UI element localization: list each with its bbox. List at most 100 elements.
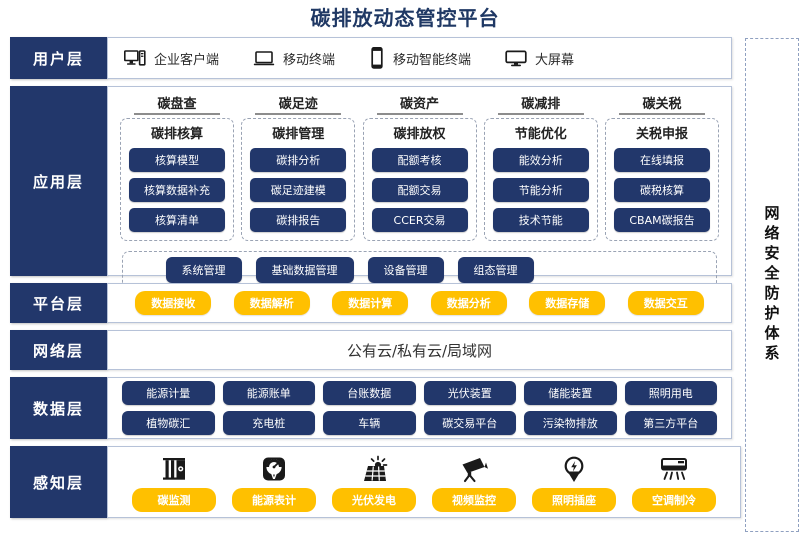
svg-text:V: V	[271, 472, 278, 481]
layer-label-sense: 感知层	[10, 446, 107, 518]
solar-panel-icon	[360, 453, 388, 483]
app-item[interactable]: 核算清单	[129, 208, 225, 232]
data-item[interactable]: 植物碳汇	[122, 411, 215, 435]
app-group-subtitle: 节能优化	[514, 127, 567, 142]
layer-row-network: 网络层 公有云/私有云/局域网	[10, 330, 732, 370]
user-item-enterprise-client[interactable]: 企业客户端	[124, 49, 219, 68]
app-group-carbon-reduction: 碳减排 节能优化 能效分析 节能分析 技术节能	[483, 91, 598, 241]
management-item-basic-data[interactable]: 基础数据管理	[255, 257, 354, 283]
data-item-row-1: 能源计量 能源账单 台账数据 光伏装置 储能装置 照明用电	[122, 381, 717, 405]
platform-item-data-parse[interactable]: 数据解析	[233, 291, 310, 315]
layer-label-data: 数据层	[10, 377, 107, 439]
app-item[interactable]: 碳足迹建模	[250, 178, 347, 202]
management-item-configuration[interactable]: 组态管理	[457, 257, 534, 283]
app-group-box: 碳排核算 核算模型 核算数据补充 核算清单	[120, 118, 234, 241]
app-item[interactable]: 碳排分析	[250, 148, 347, 172]
layer-row-application: 应用层 碳盘查 碳排核算 核算模型 核算数据补充 核算清单 碳足迹	[10, 86, 732, 289]
data-item[interactable]: 储能装置	[524, 381, 617, 405]
data-item[interactable]: 车辆	[323, 411, 416, 435]
layer-body-platform: 数据接收 数据解析 数据计算 数据分析 数据存储 数据交互	[107, 283, 732, 323]
sense-item-solar-power[interactable]: 光伏发电	[324, 453, 424, 512]
cctv-camera-icon	[459, 453, 489, 483]
platform-item-data-storage[interactable]: 数据存储	[529, 291, 606, 315]
smartphone-icon	[369, 47, 385, 69]
layer-row-platform: 平台层 数据接收 数据解析 数据计算 数据分析 数据存储 数据交互	[10, 283, 732, 323]
app-item[interactable]: 碳排报告	[250, 208, 347, 232]
app-group-carbon-footprint: 碳足迹 碳排管理 碳排分析 碳足迹建模 碳排报告	[241, 91, 356, 241]
app-item[interactable]: CCER交易	[371, 208, 468, 232]
sense-item-video-surveillance[interactable]: 视频监控	[424, 453, 524, 512]
app-item[interactable]: 技术节能	[492, 208, 589, 232]
lightbulb-socket-icon	[562, 453, 586, 483]
app-group-box: 碳排管理 碳排分析 碳足迹建模 碳排报告	[241, 118, 356, 241]
data-item[interactable]: 光伏装置	[423, 381, 516, 405]
energy-meter-icon: V	[261, 453, 287, 483]
air-conditioner-icon	[659, 453, 689, 483]
user-item-large-screen[interactable]: 大屏幕	[505, 49, 574, 68]
user-item-label: 移动智能终端	[393, 52, 472, 68]
user-item-label: 大屏幕	[535, 52, 575, 68]
platform-item-data-receive[interactable]: 数据接收	[135, 291, 212, 315]
app-item[interactable]: 配额交易	[371, 178, 468, 202]
management-item-system[interactable]: 系统管理	[165, 257, 242, 283]
management-box: 系统管理 基础数据管理 设备管理 组态管理	[122, 251, 717, 289]
app-group-box: 碳排放权 配额考核 配额交易 CCER交易	[362, 118, 477, 241]
layer-body-data: 能源计量 能源账单 台账数据 光伏装置 储能装置 照明用电 植物碳汇 充电桩 车…	[107, 377, 732, 439]
data-item[interactable]: 照明用电	[624, 381, 717, 405]
app-group-title: 碳减排	[497, 93, 584, 115]
layer-stack: 用户层	[10, 37, 741, 525]
app-item[interactable]: 能效分析	[492, 148, 589, 172]
data-item[interactable]: 碳交易平台	[423, 411, 516, 435]
security-system-label: 网络安全防护体系	[762, 205, 781, 365]
data-item[interactable]: 污染物排放	[524, 411, 617, 435]
sense-item-air-conditioning[interactable]: 空调制冷	[624, 453, 724, 512]
app-group-title: 碳足迹	[255, 93, 342, 115]
page-title: 碳排放动态管控平台	[310, 6, 500, 30]
sense-item-label: 能源表计	[232, 487, 316, 512]
management-item-device[interactable]: 设备管理	[367, 257, 444, 283]
layer-body-sense: 碳监测 V 能源	[107, 446, 741, 518]
app-item[interactable]: 配额考核	[371, 148, 468, 172]
app-group-title: 碳盘查	[134, 93, 220, 115]
app-item[interactable]: 在线填报	[614, 148, 710, 172]
platform-item-data-exchange[interactable]: 数据交互	[627, 291, 704, 315]
user-item-mobile-terminal[interactable]: 移动终端	[253, 49, 335, 68]
app-group-box: 节能优化 能效分析 节能分析 技术节能	[483, 118, 598, 241]
layer-label-platform: 平台层	[10, 283, 107, 323]
layer-label-network: 网络层	[10, 330, 107, 370]
layer-row-data: 数据层 能源计量 能源账单 台账数据 光伏装置 储能装置 照明用电 植物碳汇 充…	[10, 377, 732, 439]
layer-label-application: 应用层	[10, 86, 107, 276]
user-item-list: 企业客户端 移动终端	[108, 38, 731, 78]
sense-item-energy-meter[interactable]: V 能源表计	[224, 453, 324, 512]
layer-body-network: 公有云/私有云/局域网	[107, 330, 732, 370]
app-group-carbon-inventory: 碳盘查 碳排核算 核算模型 核算数据补充 核算清单	[120, 91, 234, 241]
user-item-label: 移动终端	[283, 52, 336, 68]
application-group-list: 碳盘查 碳排核算 核算模型 核算数据补充 核算清单 碳足迹 碳排管理 碳排分析	[116, 91, 723, 241]
sense-item-carbon-monitor[interactable]: 碳监测	[124, 453, 224, 512]
layer-label-user: 用户层	[10, 37, 107, 79]
layer-row-sense: 感知层	[10, 446, 741, 518]
app-group-title: 碳关税	[619, 93, 705, 115]
platform-item-data-compute[interactable]: 数据计算	[332, 291, 409, 315]
platform-item-data-analysis[interactable]: 数据分析	[430, 291, 507, 315]
user-item-smart-mobile-terminal[interactable]: 移动智能终端	[369, 47, 471, 69]
app-item[interactable]: CBAM碳报告	[614, 208, 710, 232]
app-item[interactable]: 碳税核算	[614, 178, 710, 202]
app-group-box: 关税申报 在线填报 碳税核算 CBAM碳报告	[605, 118, 719, 241]
carbon-monitor-icon	[161, 453, 187, 483]
data-item[interactable]: 能源账单	[222, 381, 315, 405]
data-item[interactable]: 充电桩	[222, 411, 315, 435]
sense-item-lighting-socket[interactable]: 照明插座	[524, 453, 624, 512]
data-item[interactable]: 能源计量	[122, 381, 215, 405]
sense-item-label: 照明插座	[532, 487, 616, 512]
app-item[interactable]: 节能分析	[492, 178, 589, 202]
app-item[interactable]: 核算数据补充	[129, 178, 225, 202]
data-item-row-2: 植物碳汇 充电桩 车辆 碳交易平台 污染物排放 第三方平台	[122, 411, 717, 435]
app-item[interactable]: 核算模型	[129, 148, 225, 172]
sense-item-label: 视频监控	[432, 487, 516, 512]
data-item[interactable]: 台账数据	[323, 381, 416, 405]
sense-item-label: 空调制冷	[632, 487, 716, 512]
network-text: 公有云/私有云/局域网	[346, 341, 493, 360]
data-item[interactable]: 第三方平台	[624, 411, 717, 435]
